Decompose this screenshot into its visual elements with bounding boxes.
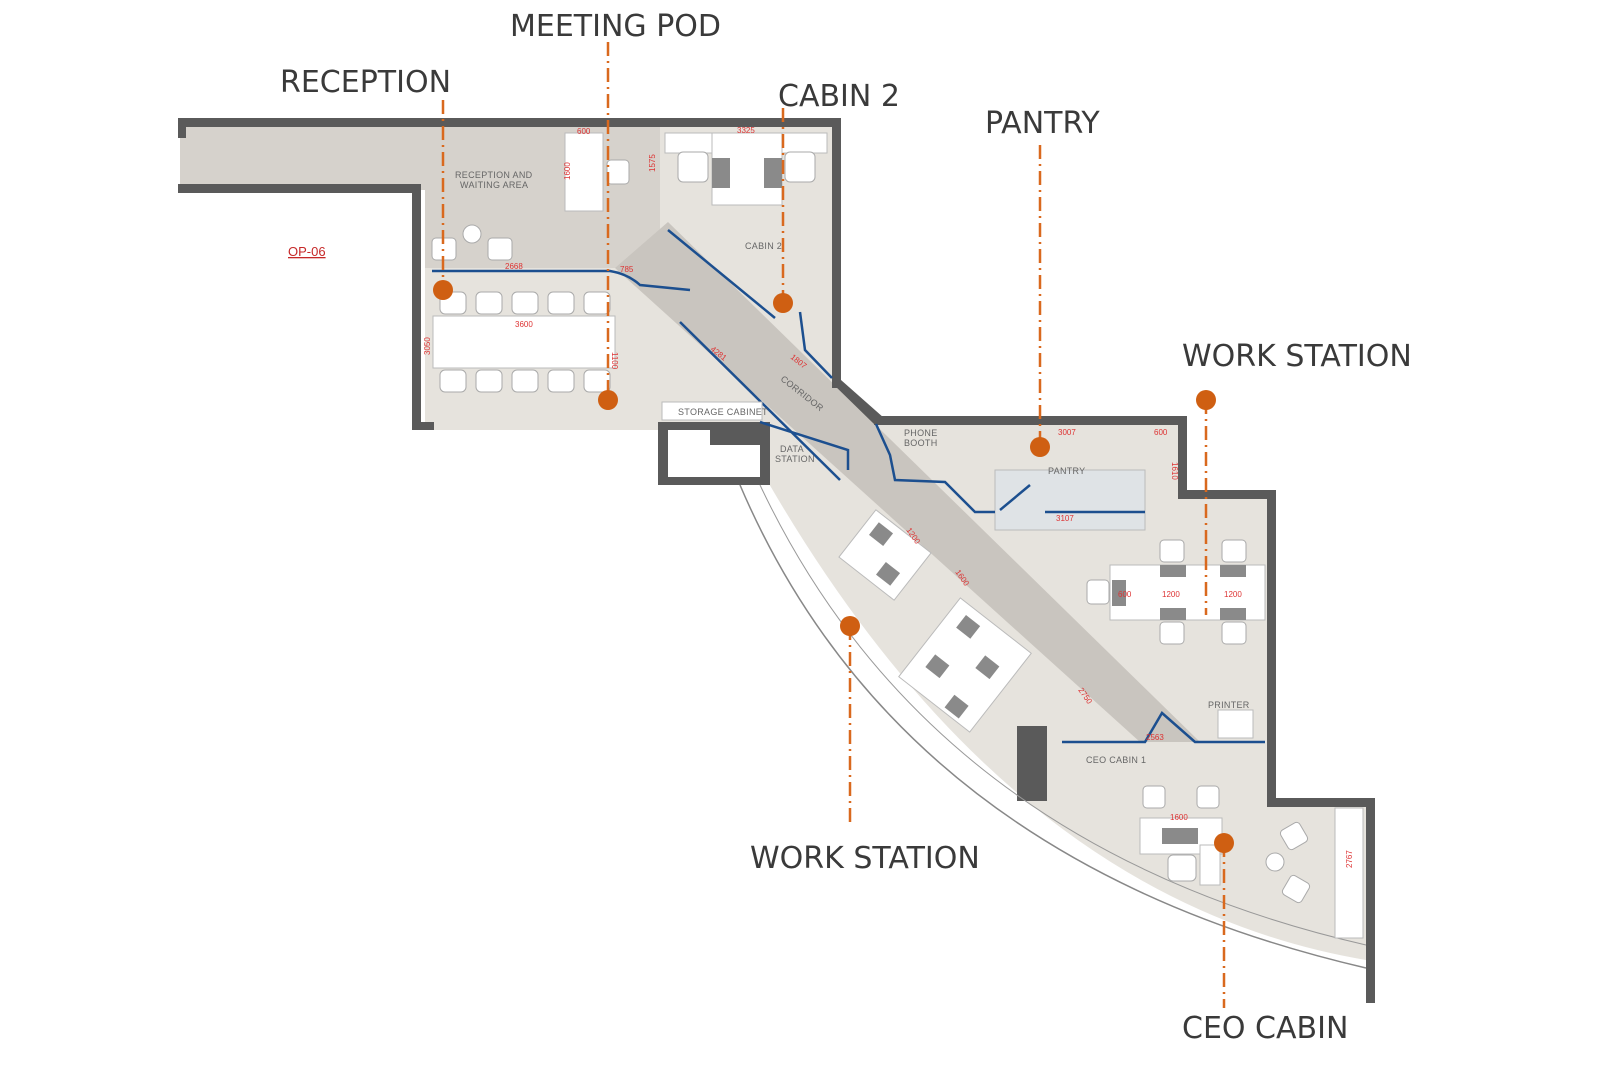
- marker-meeting-pod: [598, 390, 618, 410]
- marker-ceo-cabin: [1214, 833, 1234, 853]
- svg-text:1610: 1610: [1170, 462, 1179, 480]
- callout-cabin-2: CABIN 2: [778, 79, 900, 114]
- meeting-chair: [511, 291, 539, 315]
- svg-text:3007: 3007: [1058, 428, 1076, 437]
- svg-text:2563: 2563: [1146, 733, 1164, 742]
- svg-text:3325: 3325: [737, 126, 755, 135]
- meeting-chair: [583, 291, 611, 315]
- partitions: [432, 229, 1265, 744]
- room-label-printer: PRINTER: [1208, 700, 1250, 710]
- svg-text:2767: 2767: [1345, 850, 1354, 868]
- svg-text:600: 600: [1154, 428, 1168, 437]
- room-label-cabin2: CABIN 2: [745, 241, 782, 251]
- svg-text:1200: 1200: [1224, 590, 1242, 599]
- room-label-ceo: CEO CABIN 1: [1086, 755, 1146, 765]
- callout-work-station-1: WORK STATION: [1182, 339, 1412, 374]
- corridor: [615, 222, 1200, 742]
- callout-ceo-cabin: CEO CABIN: [1182, 1011, 1348, 1046]
- meeting-chair: [439, 369, 467, 393]
- room-label-data-2: STATION: [775, 454, 815, 464]
- svg-text:3050: 3050: [423, 337, 432, 355]
- svg-text:3107: 3107: [1056, 514, 1074, 523]
- room-label-data: DATA: [780, 444, 804, 454]
- meeting-chair: [547, 369, 575, 393]
- svg-text:785: 785: [620, 265, 634, 274]
- meeting-chair: [547, 291, 575, 315]
- room-label-reception-2: WAITING AREA: [460, 180, 528, 190]
- room-label-storage: STORAGE CABINET: [678, 407, 768, 417]
- pantry-floor: [994, 469, 1146, 531]
- facade-curve-inner: [759, 484, 1367, 946]
- svg-text:600: 600: [577, 127, 591, 136]
- room-label-reception: RECEPTION AND: [455, 170, 533, 180]
- svg-text:3600: 3600: [515, 320, 533, 329]
- meeting-chair: [475, 369, 503, 393]
- callout-meeting-pod: MEETING POD: [510, 9, 721, 44]
- callout-pantry: PANTRY: [985, 106, 1100, 141]
- svg-text:1600: 1600: [1170, 813, 1188, 822]
- reception-floor: [180, 125, 660, 268]
- marker-work-station-1: [1196, 390, 1216, 410]
- marker-cabin-2: [773, 293, 793, 313]
- svg-text:1200: 1200: [1162, 590, 1180, 599]
- meeting-chair: [475, 291, 503, 315]
- facade-curve: [739, 484, 1367, 969]
- room-label-phone-2: BOOTH: [904, 438, 938, 448]
- svg-text:1600: 1600: [563, 162, 572, 180]
- meeting-chair: [583, 369, 611, 393]
- marker-pantry: [1030, 437, 1050, 457]
- marker-work-station-2: [840, 616, 860, 636]
- callout-work-station-2: WORK STATION: [750, 841, 980, 876]
- svg-text:1575: 1575: [648, 154, 657, 172]
- callout-leaders: [433, 42, 1234, 1008]
- svg-text:600: 600: [1118, 590, 1132, 599]
- room-label-phone: PHONE: [904, 428, 938, 438]
- callout-reception: RECEPTION: [280, 65, 451, 100]
- svg-text:1100: 1100: [610, 352, 619, 370]
- unit-label: OP-06: [288, 244, 326, 259]
- walls: [178, 118, 1375, 1003]
- room-label-pantry: PANTRY: [1048, 466, 1085, 476]
- furniture: [431, 132, 1364, 939]
- svg-text:2668: 2668: [505, 262, 523, 271]
- marker-reception: [433, 280, 453, 300]
- meeting-chair: [511, 369, 539, 393]
